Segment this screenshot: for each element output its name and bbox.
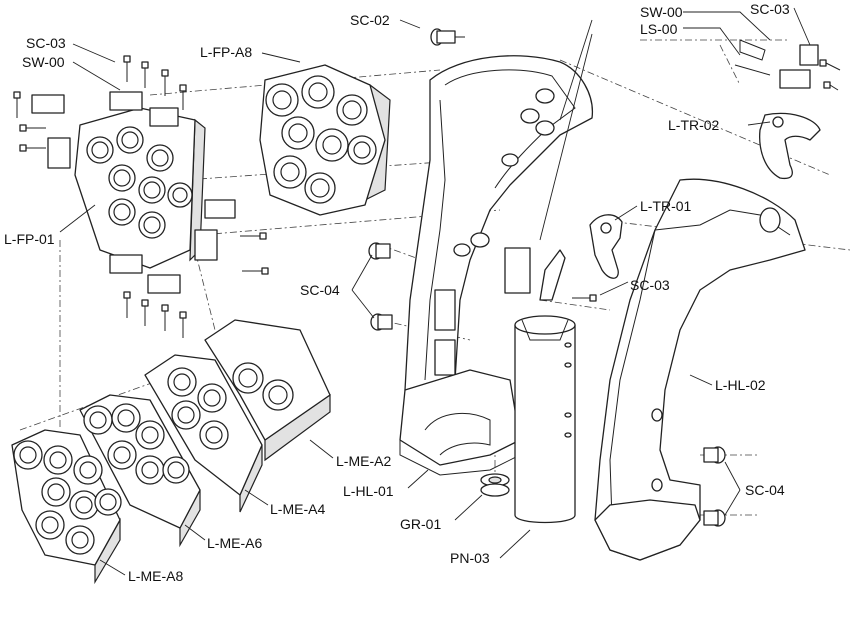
label-l-hl-01: L-HL-01 [343, 483, 394, 499]
screw-sc-03-mid [572, 294, 597, 302]
screws-sc-04-right [703, 446, 726, 527]
screws-sc-04-mid [368, 242, 393, 331]
label-l-fp-a8: L-FP-A8 [200, 44, 252, 60]
trigger-l-tr-01 [589, 214, 623, 279]
label-l-fp-01: L-FP-01 [4, 231, 55, 247]
label-l-tr-02: L-TR-02 [668, 117, 720, 133]
tube-pn-03 [514, 315, 576, 524]
face-plate-buttons [86, 126, 193, 239]
plate-l-me-a8 [11, 429, 122, 585]
plate-l-me-a2 [204, 319, 331, 462]
screws-left [13, 55, 269, 338]
label-sc-03-top: SC-03 [750, 1, 790, 17]
label-sc-03-left: SC-03 [26, 35, 66, 51]
face-plate-a8-buttons [265, 75, 377, 204]
housing-l-hl-01 [399, 55, 594, 476]
micro-switches-left [31, 91, 236, 294]
label-sc-04-right: SC-04 [745, 482, 785, 498]
label-l-hl-02: L-HL-02 [715, 377, 766, 393]
micro-switch-center [504, 247, 566, 301]
micro-switches-top-right [734, 39, 841, 91]
plate-l-me-a4 [144, 354, 263, 513]
label-l-me-a4: L-ME-A4 [270, 501, 325, 517]
label-l-me-a6: L-ME-A6 [207, 535, 262, 551]
label-gr-01: GR-01 [400, 516, 441, 532]
face-plate-l-fp-01 [74, 107, 206, 269]
plate-l-me-a6 [79, 394, 201, 548]
housing-l-hl-02 [594, 178, 806, 561]
label-l-me-a2: L-ME-A2 [336, 453, 391, 469]
leader-lines [59, 7, 811, 576]
label-pn-03: PN-03 [450, 550, 490, 566]
part-labels: SC-02 SW-00 LS-00 SC-03 SC-03 SW-00 L-FP… [4, 1, 790, 584]
face-plate-l-fp-a8 [259, 64, 391, 216]
label-sc-03-mid: SC-03 [630, 277, 670, 293]
label-ls-00: LS-00 [640, 21, 678, 37]
label-sc-04-mid: SC-04 [300, 282, 340, 298]
label-sw-00-top: SW-00 [640, 4, 683, 20]
trigger-l-tr-02 [759, 112, 821, 180]
screw-sc-02 [430, 28, 465, 46]
label-l-tr-01: L-TR-01 [640, 198, 692, 214]
grommet-gr-01 [480, 473, 510, 497]
label-sw-00-left: SW-00 [22, 54, 65, 70]
label-sc-02: SC-02 [350, 12, 390, 28]
label-l-me-a8: L-ME-A8 [128, 568, 183, 584]
